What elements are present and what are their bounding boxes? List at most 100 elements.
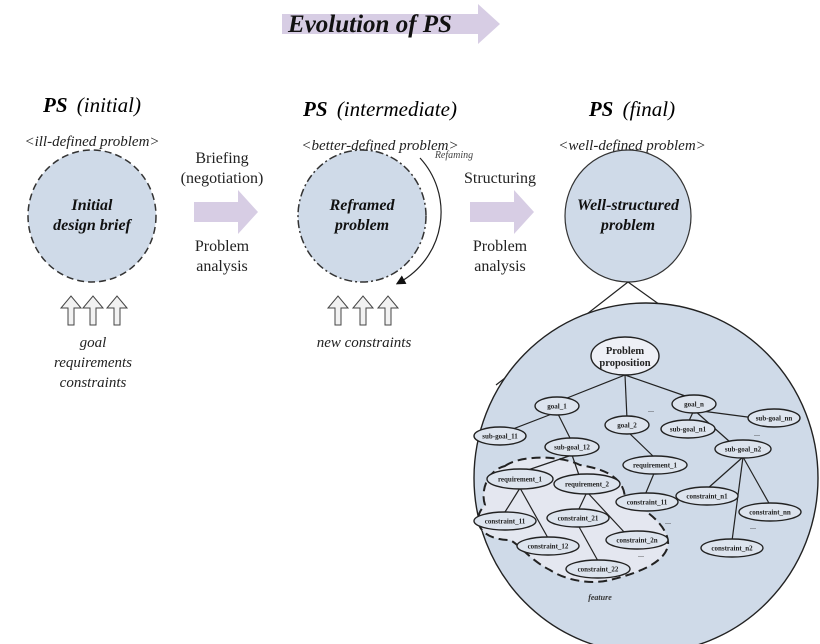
node-label: goal_n xyxy=(684,401,704,409)
node-shape xyxy=(486,468,554,490)
node-label: sub-goal_11 xyxy=(482,433,518,441)
input-label-goal: goal xyxy=(80,335,107,351)
circle-label-line-2: design brief xyxy=(53,217,132,234)
tree-node-constraint-11b: constraint_11 xyxy=(615,492,679,512)
stage-qualifier: (intermediate) xyxy=(337,97,457,121)
tree-node-requirement-1b: requirement_1 xyxy=(622,455,688,475)
node-shape xyxy=(660,419,716,439)
circle-label-line-1: Well-structured xyxy=(577,197,680,214)
node-label: constraint_11 xyxy=(627,499,668,507)
node-shape xyxy=(622,455,688,475)
transition-label: Problem xyxy=(195,238,250,255)
node-label: constraint_nn xyxy=(749,509,791,517)
node-label: requirement_2 xyxy=(565,481,610,489)
circle-shape xyxy=(27,149,157,283)
reframing-loop: Refaming xyxy=(395,150,473,285)
stage-header-initial: PS (initial) <ill-defined problem> xyxy=(24,93,159,150)
stage-qualifier: (final) xyxy=(623,97,676,121)
svg-text:PS (intermediate): PS (intermediate) xyxy=(302,97,457,121)
node-shape xyxy=(565,559,631,579)
node-shape xyxy=(671,394,717,414)
input-label-constraints: constraints xyxy=(60,375,127,391)
tree-node-constraint-n1: constraint_n1 xyxy=(675,486,739,506)
tree-node-goal-1: goal_1 xyxy=(534,396,580,416)
tree-node-constraint-21: constraint_21 xyxy=(546,508,610,528)
transition-briefing: Briefing (negotiation) Problem analysis xyxy=(181,150,264,275)
reframed-problem-circle: Reframed problem xyxy=(297,149,427,283)
svg-text:...: ... xyxy=(750,522,756,531)
node-shape xyxy=(714,439,772,459)
node-shape xyxy=(473,511,537,531)
circle-label-line-1: Reframed xyxy=(329,197,396,214)
intermediate-inputs: new constraints xyxy=(317,295,412,351)
tree-node-constraint-12: constraint_12 xyxy=(516,536,580,556)
tree-node-constraint-nn: constraint_nn xyxy=(738,502,802,522)
node-label: constraint_2n xyxy=(616,537,657,545)
feature-label: feature xyxy=(588,593,612,602)
node-label: sub-goal_12 xyxy=(554,444,590,452)
tree-node-sub-goal-n2: sub-goal_n2 xyxy=(714,439,772,459)
stage-qualifier: (initial) xyxy=(77,93,141,117)
node-label: sub-goal_nn xyxy=(756,415,793,423)
tree-node-goal-2: goal_2 xyxy=(604,415,650,435)
transition-structuring: Structuring Problem analysis xyxy=(464,170,536,275)
tree-node-constraint-11a: constraint_11 xyxy=(473,511,537,531)
node-shape xyxy=(516,536,580,556)
node-label: constraint_n2 xyxy=(711,545,753,553)
node-label: goal_1 xyxy=(547,403,567,411)
stage-subtitle: <well-defined problem> xyxy=(558,138,706,154)
diagram-title: Evolution of PS xyxy=(287,11,452,38)
tree-node-sub-goal-11: sub-goal_11 xyxy=(473,426,527,446)
transition-label: analysis xyxy=(196,258,248,275)
problem-structure-detail: feature Problem xyxy=(473,302,819,644)
stage-subtitle: <better-defined problem> xyxy=(301,138,458,154)
reframing-arrow xyxy=(395,157,442,285)
ps-label: PS xyxy=(42,93,68,117)
ps-label: PS xyxy=(588,97,614,121)
node-shape xyxy=(553,473,621,495)
up-arrows-icon xyxy=(59,295,129,326)
ellipsis-markers: ... ... ... ... ... xyxy=(638,405,760,559)
tree-node-root: Problem proposition xyxy=(590,336,660,376)
node-shape xyxy=(534,396,580,416)
node-label: requirement_1 xyxy=(633,462,678,470)
stage-subtitle: <ill-defined problem> xyxy=(24,134,159,150)
node-shape xyxy=(675,486,739,506)
reframing-label: Refaming xyxy=(434,150,473,161)
transition-label: Briefing xyxy=(195,150,248,167)
node-label: sub-goal_n2 xyxy=(725,446,762,454)
title-arrow-shape xyxy=(282,4,500,44)
node-shape xyxy=(615,492,679,512)
node-shape xyxy=(546,508,610,528)
circle-shape xyxy=(297,149,427,283)
svg-text:...: ... xyxy=(665,517,671,526)
transition-label: (negotiation) xyxy=(181,170,264,187)
initial-inputs: goal requirements constraints xyxy=(54,295,132,391)
tree-node-sub-goal-n1: sub-goal_n1 xyxy=(660,419,716,439)
svg-text:PS (initial): PS (initial) xyxy=(42,93,141,117)
tree-node-sub-goal-12: sub-goal_12 xyxy=(544,437,600,457)
svg-text:...: ... xyxy=(638,550,644,559)
svg-text:proposition: proposition xyxy=(599,358,650,369)
node-label: constraint_n1 xyxy=(686,493,728,501)
transition-label: Structuring xyxy=(464,170,536,187)
node-label: constraint_11 xyxy=(485,518,526,526)
node-label: sub-goal_n1 xyxy=(670,426,707,434)
ps-label: PS xyxy=(302,97,328,121)
circle-shape xyxy=(564,149,692,283)
node-shape xyxy=(604,415,650,435)
svg-text:PS (final): PS (final) xyxy=(588,97,675,121)
node-shape xyxy=(473,426,527,446)
input-label-requirements: requirements xyxy=(54,355,132,371)
svg-text:...: ... xyxy=(648,405,654,414)
stage-header-final: PS (final) <well-defined problem> xyxy=(558,97,706,154)
svg-text:Problem: Problem xyxy=(606,346,645,357)
tree-node-sub-goal-nn: sub-goal_nn xyxy=(747,408,801,428)
stage-header-intermediate: PS (intermediate) <better-defined proble… xyxy=(301,97,458,154)
node-shape xyxy=(738,502,802,522)
node-shape xyxy=(605,530,669,550)
tree-node-constraint-n2: constraint_n2 xyxy=(700,538,764,558)
node-label: constraint_12 xyxy=(528,543,569,551)
input-label-new-constraints: new constraints xyxy=(317,335,412,351)
